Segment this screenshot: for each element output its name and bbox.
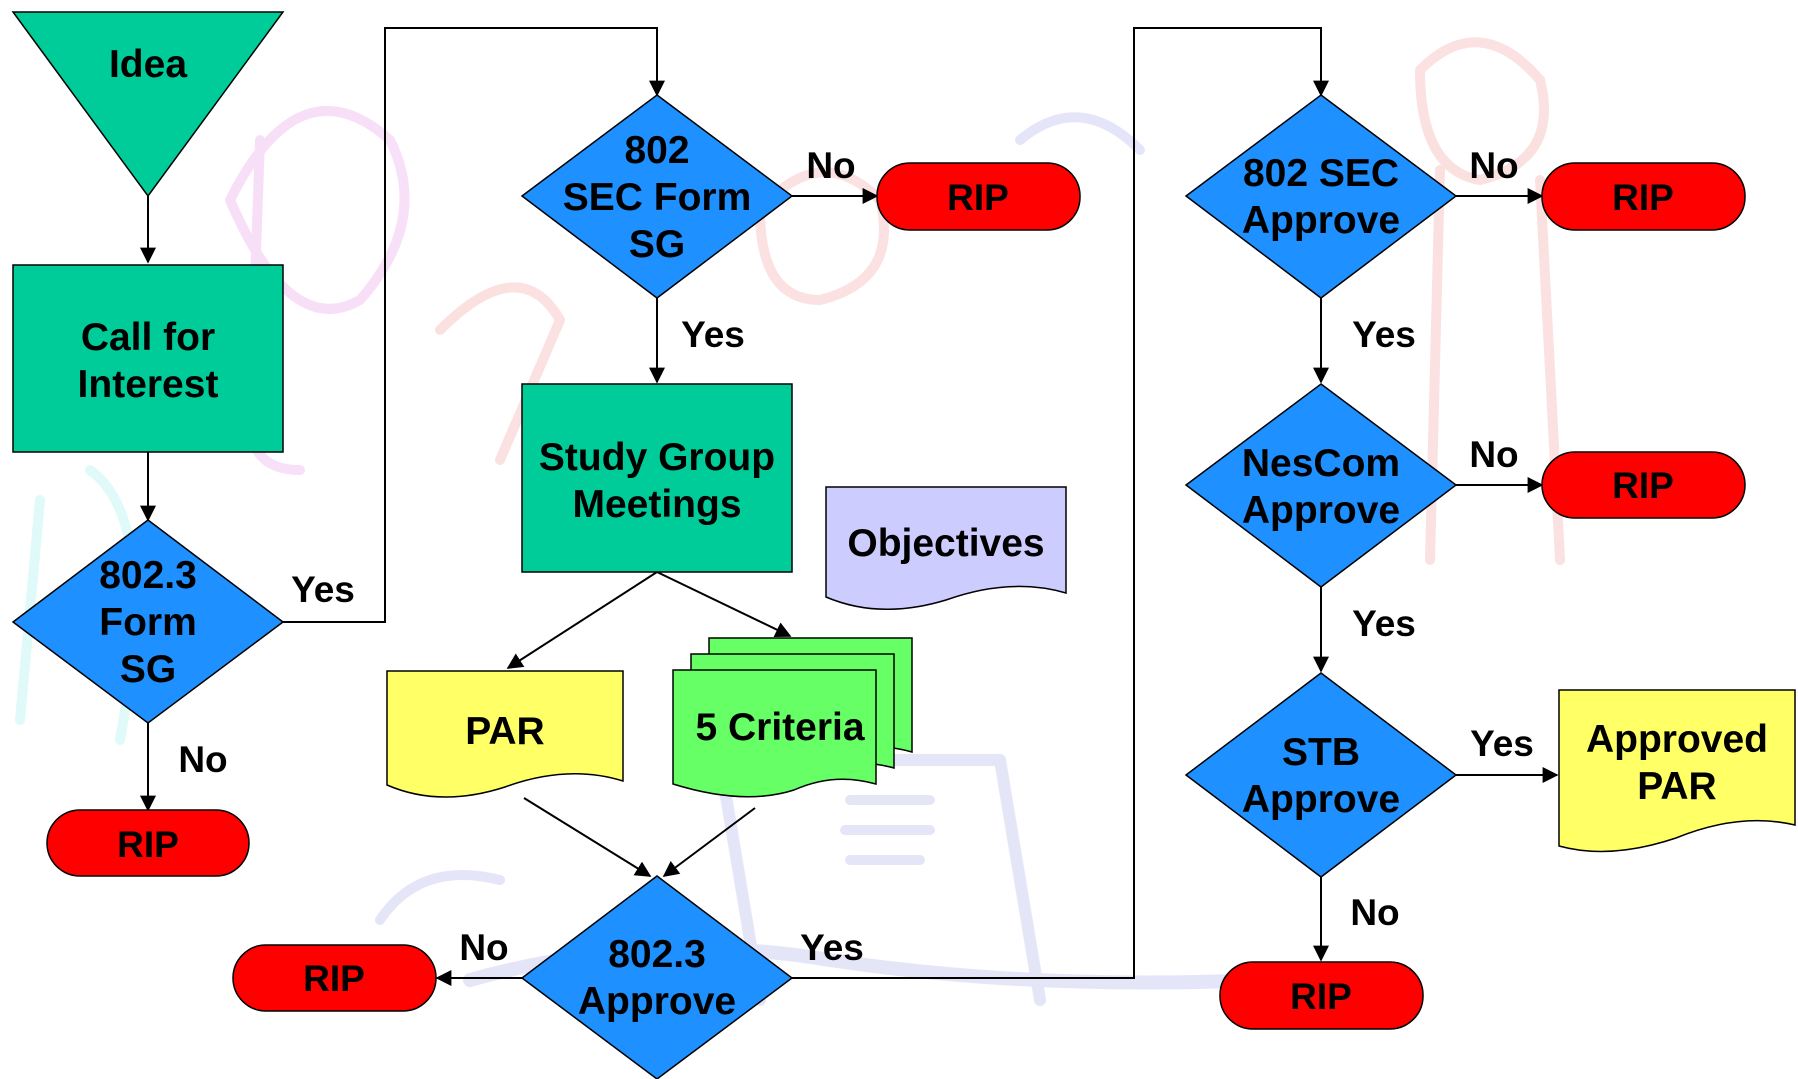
objectives-shape (825, 486, 1067, 610)
study-group-meetings-box (521, 383, 793, 573)
stb-approve-decision[interactable]: STB Approve (1184, 672, 1458, 878)
objectives-label: Objectives (847, 522, 1044, 565)
rip-label: RIP (303, 958, 365, 999)
five-criteria-label: 5 Criteria (695, 706, 864, 749)
edge-label-no: No (1350, 892, 1399, 933)
edge-labels: Yes No No Yes No Yes No Yes No Yes Yes N… (178, 145, 1534, 968)
approve-802-3-diamond (520, 875, 794, 1079)
call-for-interest-label-line1: Call for (81, 316, 215, 359)
form-sg-802-3-label-line3: SG (120, 648, 176, 691)
rip-pill (876, 162, 1081, 231)
sec-approve-label-line1: 802 SEC (1243, 152, 1399, 195)
rip-label: RIP (1612, 177, 1674, 218)
rip-label: RIP (117, 824, 179, 865)
form-sg-802-3-label-line2: Form (99, 601, 197, 644)
nescom-approve-diamond (1184, 383, 1458, 588)
edge-sgm-to-par (506, 571, 658, 669)
stb-approve-label-line2: Approve (1242, 778, 1400, 821)
idea-label: Idea (109, 43, 187, 86)
par-label: PAR (465, 710, 544, 753)
form-sg-802-3-diamond (11, 519, 285, 724)
approve-802-3-decision[interactable]: 802.3 Approve (520, 875, 794, 1079)
rip-pill (1219, 961, 1424, 1030)
call-for-interest-label-line2: Interest (78, 363, 219, 406)
edge-sgm-to-criteria (656, 571, 792, 637)
rip-terminal[interactable]: RIP (1219, 961, 1424, 1030)
edge-label-yes: Yes (1470, 723, 1534, 764)
study-group-meetings-node[interactable]: Study Group Meetings (521, 383, 793, 573)
form-sg-802-3-label-line1: 802.3 (99, 554, 197, 597)
edge-criteria-to-approve (662, 807, 756, 877)
edge-par-to-approve (523, 797, 652, 877)
rip-pill (46, 809, 250, 877)
rip-terminal[interactable]: RIP (1541, 451, 1746, 519)
rip-label: RIP (1290, 976, 1352, 1017)
rip-terminal[interactable]: RIP (1541, 162, 1746, 231)
five-criteria-front-sheet (672, 669, 877, 798)
study-group-meetings-label-line1: Study Group (539, 436, 775, 479)
edge-label-yes: Yes (1352, 603, 1416, 644)
rip-pill (1541, 451, 1746, 519)
sec-form-sg-label-line2: SEC Form (563, 176, 752, 219)
edge-label-no: No (1469, 434, 1518, 475)
nescom-approve-label-line1: NesCom (1242, 442, 1400, 485)
rip-label: RIP (947, 177, 1009, 218)
call-for-interest-box (12, 264, 284, 453)
approved-par-label-line1: Approved (1586, 718, 1768, 761)
edge-approve-yes (792, 27, 1329, 979)
call-for-interest-node[interactable]: Call for Interest (12, 264, 284, 453)
rip-terminal[interactable]: RIP (876, 162, 1081, 231)
objectives-document[interactable]: Objectives (825, 486, 1067, 610)
edges (140, 27, 1559, 986)
edge-label-no: No (806, 145, 855, 186)
stb-approve-diamond (1184, 672, 1458, 878)
edge-label-no: No (1469, 145, 1518, 186)
edge-label-no: No (178, 739, 227, 780)
nescom-approve-label-line2: Approve (1242, 489, 1400, 532)
approved-par-shape (1558, 689, 1796, 853)
idea-triangle (11, 11, 285, 198)
edge-label-no: No (459, 927, 508, 968)
approve-802-3-label-line2: Approve (578, 980, 736, 1023)
edge-label-yes: Yes (681, 314, 745, 355)
edge-label-yes: Yes (1352, 314, 1416, 355)
edge-label-yes: Yes (800, 927, 864, 968)
idea-node[interactable]: Idea (11, 11, 285, 198)
sec-approve-decision[interactable]: 802 SEC Approve (1184, 94, 1458, 299)
sec-form-sg-label-line1: 802 (624, 129, 689, 172)
sec-form-sg-diamond (520, 94, 794, 299)
five-criteria-document[interactable]: 5 Criteria (672, 637, 913, 798)
sec-approve-label-line2: Approve (1242, 199, 1400, 242)
edge-formsg-yes (283, 27, 665, 623)
approved-par-label-line2: PAR (1637, 765, 1716, 808)
approved-par-document[interactable]: Approved PAR (1558, 689, 1796, 853)
form-sg-802-3-decision[interactable]: 802.3 Form SG (11, 519, 285, 724)
rip-pill (1541, 162, 1746, 231)
sec-form-sg-label-line3: SG (629, 223, 685, 266)
approve-802-3-label-line1: 802.3 (608, 933, 706, 976)
edge-label-yes: Yes (291, 569, 355, 610)
sec-approve-diamond (1184, 94, 1458, 299)
rip-terminal[interactable]: RIP (232, 944, 437, 1012)
rip-terminal[interactable]: RIP (46, 809, 250, 877)
rip-label: RIP (1612, 465, 1674, 506)
rip-pill (232, 944, 437, 1012)
stb-approve-label-line1: STB (1282, 731, 1360, 774)
study-group-meetings-label-line2: Meetings (572, 483, 741, 526)
par-shape (386, 670, 624, 798)
par-document[interactable]: PAR (386, 670, 624, 798)
nescom-approve-decision[interactable]: NesCom Approve (1184, 383, 1458, 588)
sec-form-sg-decision[interactable]: 802 SEC Form SG (520, 94, 794, 299)
